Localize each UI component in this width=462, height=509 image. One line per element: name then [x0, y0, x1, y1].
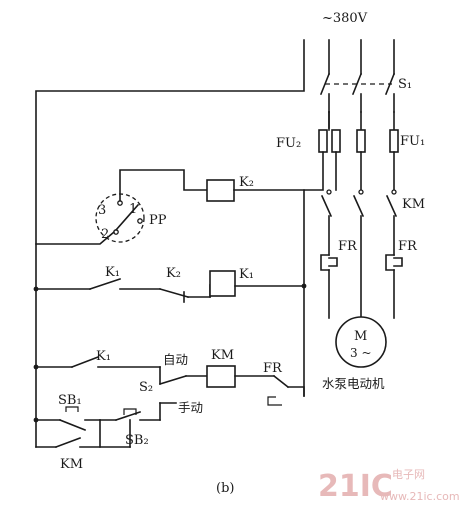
- fu1-label: FU₁: [400, 134, 425, 149]
- k1-contact-label: K₁: [105, 265, 120, 280]
- km-holding-label: KM: [60, 457, 83, 472]
- watermark-cn: 电子网: [392, 468, 425, 481]
- fr-contact-label: FR: [263, 361, 283, 376]
- rung-manual: [33, 402, 177, 449]
- k2-coil-label: K₂: [239, 175, 254, 190]
- phase-lines-top: [328, 39, 395, 75]
- k2-contact-label: K₂: [166, 266, 181, 281]
- control-right-bus: [303, 151, 324, 397]
- pp-pin3-label: 3: [98, 203, 106, 218]
- fuse-fu1: [328, 111, 399, 153]
- s2-label: S₂: [139, 380, 153, 395]
- k1-auto-contact-label: K₁: [96, 349, 111, 364]
- k1-coil-label: K₁: [239, 267, 254, 282]
- pp-pin1-label: 1: [129, 202, 137, 217]
- rung-k1-coil: [33, 270, 307, 303]
- sb2-label: SB₂: [125, 433, 149, 448]
- km-main-contacts: [320, 151, 398, 321]
- pp-pin2-label: 2: [101, 227, 109, 242]
- fu2-label: FU₂: [276, 136, 301, 151]
- watermark-url: www.21ic.com: [380, 490, 460, 503]
- k2-coil: [206, 179, 305, 202]
- figure-caption: (b): [216, 481, 234, 496]
- rung-km-coil: [33, 355, 305, 406]
- motor-caption: 水泵电动机: [322, 376, 385, 391]
- fr-thermal-right: [385, 254, 403, 319]
- supply-voltage-label: ~380V: [322, 11, 368, 26]
- sb1-label: SB₁: [58, 393, 82, 408]
- fr-thermal-left: [320, 254, 338, 319]
- s1-switch: [319, 72, 396, 113]
- watermark-logo: 21IC 电子网 www.21ic.com: [318, 468, 460, 504]
- pp-float-switch: [35, 169, 208, 245]
- km-main-label: KM: [402, 197, 425, 212]
- motor-phase-label: 3 ~: [350, 346, 372, 360]
- km-coil-label: KM: [211, 348, 234, 363]
- pp-label: PP: [149, 213, 167, 228]
- fuse-fu2: [318, 129, 328, 153]
- motor: [335, 316, 387, 368]
- watermark-brand: 21IC: [318, 469, 393, 504]
- s1-label: S₁: [398, 77, 412, 92]
- fr-right-label: FR: [398, 239, 418, 254]
- fr-left-label: FR: [338, 239, 358, 254]
- manual-label: 手动: [178, 400, 203, 415]
- auto-label: 自动: [163, 352, 188, 367]
- motor-m-label: M: [354, 329, 367, 344]
